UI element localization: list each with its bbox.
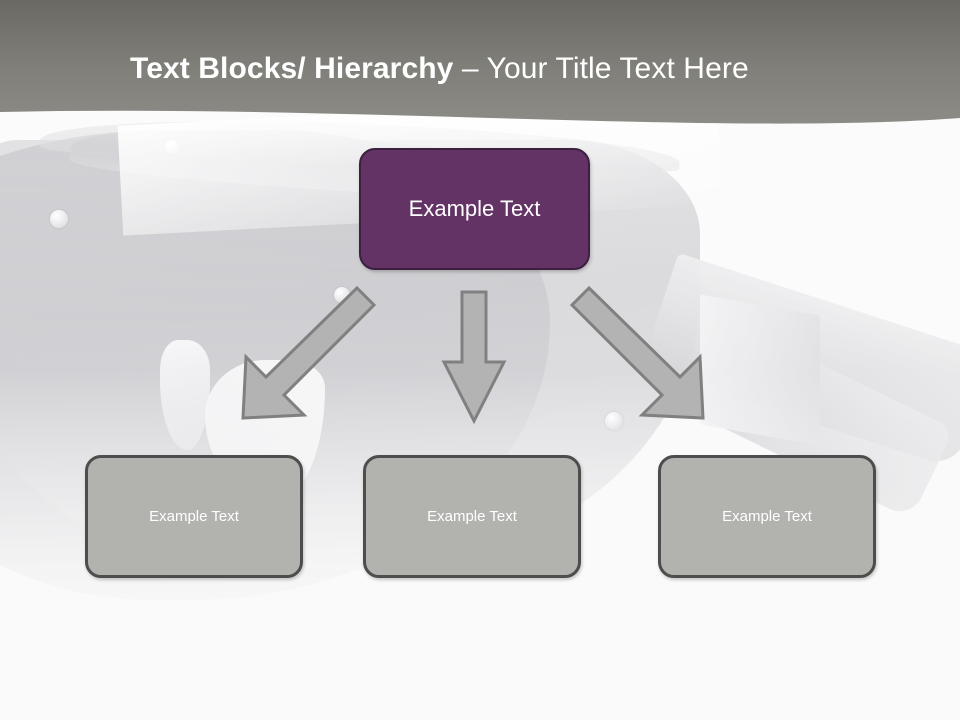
root-node-box[interactable]: Example Text — [359, 148, 590, 270]
arrow-down-right-icon — [569, 285, 705, 420]
header-banner: Text Blocks/ Hierarchy – Your Title Text… — [0, 0, 960, 140]
header-banner-shape — [0, 0, 960, 124]
page-title: Text Blocks/ Hierarchy – Your Title Text… — [130, 52, 749, 86]
arrow-down-left-icon — [241, 285, 377, 420]
page-title-bold: Text Blocks/ Hierarchy — [130, 52, 454, 85]
page-title-separator: – — [453, 52, 487, 85]
leaf-node-box-2[interactable]: Example Text — [363, 455, 581, 578]
leaf-node-box-1[interactable]: Example Text — [85, 455, 303, 578]
leaf-node-box-3[interactable]: Example Text — [658, 455, 876, 578]
page-title-light: Your Title Text Here — [486, 52, 749, 85]
arrow-down-icon — [441, 290, 507, 425]
